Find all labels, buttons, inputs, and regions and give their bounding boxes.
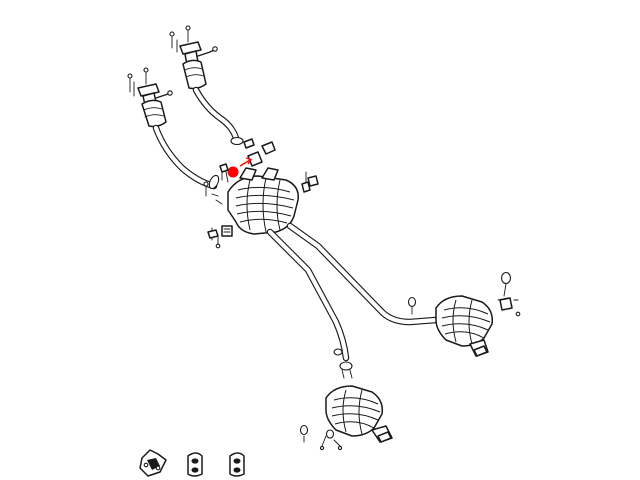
right-muffler[interactable] xyxy=(435,271,521,357)
isolator-hangers[interactable] xyxy=(139,449,245,477)
resonator-hardware xyxy=(203,163,319,249)
center-resonator[interactable] xyxy=(227,167,299,235)
left-catalytic-converter[interactable] xyxy=(127,67,173,128)
left-muffler[interactable] xyxy=(299,385,393,451)
isolator-loop-1[interactable] xyxy=(187,452,203,477)
right-front-pipe xyxy=(192,86,244,146)
isolator-diamond[interactable] xyxy=(139,449,167,477)
left-front-pipe xyxy=(152,124,220,190)
highlight-marker xyxy=(227,157,253,178)
crossover-pipes xyxy=(266,222,440,379)
resonator-clamp[interactable] xyxy=(243,138,276,167)
isolator-loop-2[interactable] xyxy=(229,452,245,477)
right-catalytic-converter[interactable] xyxy=(169,25,218,90)
